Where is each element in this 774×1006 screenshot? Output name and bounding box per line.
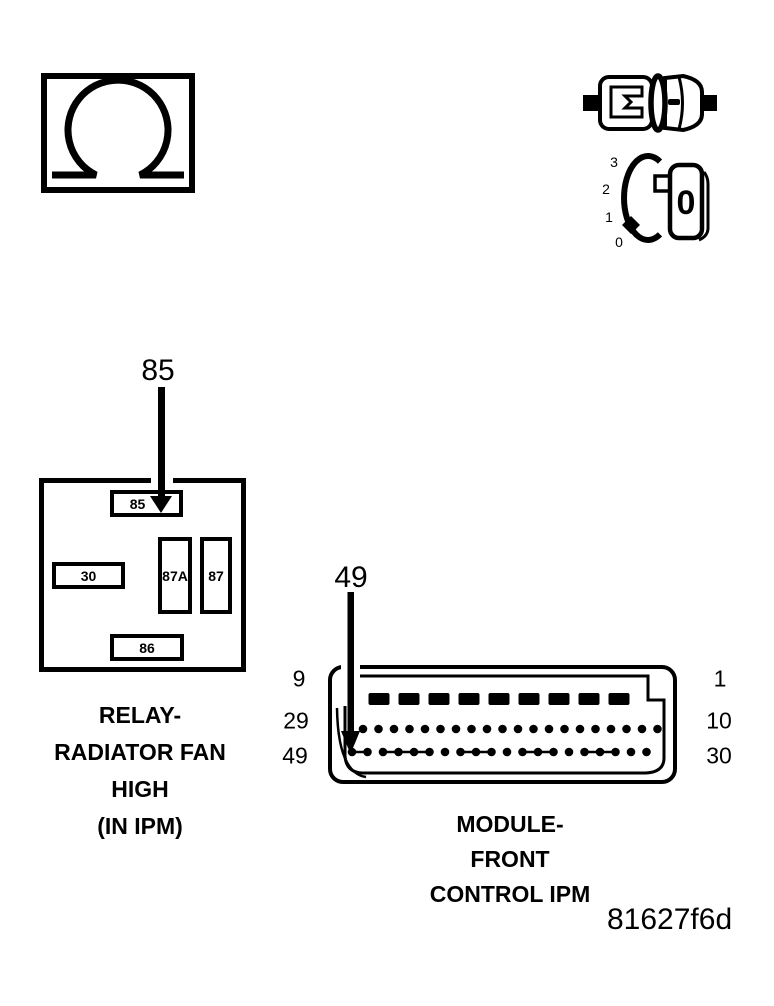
ignition-pos-3: 3 bbox=[610, 154, 618, 170]
ohmmeter-icon bbox=[38, 70, 198, 200]
relay-terminal-85: 85 bbox=[110, 490, 183, 517]
relay-callout-arrow-shaft bbox=[158, 387, 165, 497]
fuse-icon bbox=[580, 70, 720, 135]
relay-callout-85: 85 bbox=[141, 354, 175, 387]
relay-terminal-87a: 87A bbox=[158, 537, 192, 614]
ignition-switch-position-icon: 0 3 2 1 0 bbox=[595, 150, 725, 260]
ignition-pos-1: 1 bbox=[605, 209, 613, 225]
relay-terminal-30: 30 bbox=[52, 562, 125, 589]
connector-middle-pin-row bbox=[358, 724, 662, 734]
relay-terminal-87: 87 bbox=[200, 537, 232, 614]
module-caption-line-3: CONTROL IPM bbox=[429, 881, 591, 907]
ipm-connector bbox=[328, 590, 680, 790]
relay-caption-line-2: RADIATOR FAN bbox=[54, 739, 226, 765]
module-caption: MODULE- FRONT CONTROL IPM bbox=[395, 806, 625, 911]
ignition-pointer-diamond bbox=[622, 216, 640, 234]
relay-caption: RELAY- RADIATOR FAN HIGH (IN IPM) bbox=[25, 697, 255, 845]
connector-label-left-49: 49 bbox=[282, 742, 308, 769]
connector-bottom-pin-row bbox=[347, 747, 651, 757]
module-caption-line-1: MODULE- bbox=[456, 811, 564, 837]
ignition-pos-2: 2 bbox=[602, 181, 610, 197]
connector-callout-49: 49 bbox=[334, 561, 368, 594]
ignition-pos-0: 0 bbox=[615, 234, 623, 250]
connector-top-pin-row bbox=[368, 693, 630, 705]
connector-label-left-9: 9 bbox=[292, 665, 306, 692]
connector-label-left-29: 29 bbox=[283, 707, 309, 734]
connector-callout-arrow-shaft bbox=[347, 592, 354, 733]
relay-caption-line-1: RELAY- bbox=[98, 702, 182, 728]
relay-callout-arrow-head bbox=[150, 496, 172, 513]
connector-callout-arrow-head bbox=[341, 731, 360, 754]
relay-terminal-86: 86 bbox=[110, 634, 184, 661]
connector-label-right-30: 30 bbox=[706, 742, 732, 769]
ignition-key-position-label: 0 bbox=[677, 184, 696, 222]
relay-caption-line-4: (IN IPM) bbox=[97, 813, 183, 839]
module-caption-line-2: FRONT bbox=[470, 846, 550, 872]
relay-caption-line-3: HIGH bbox=[111, 776, 169, 802]
connector-label-right-10: 10 bbox=[706, 707, 732, 734]
connector-label-right-1: 1 bbox=[713, 665, 727, 692]
figure-id: 81627f6d bbox=[607, 903, 733, 936]
